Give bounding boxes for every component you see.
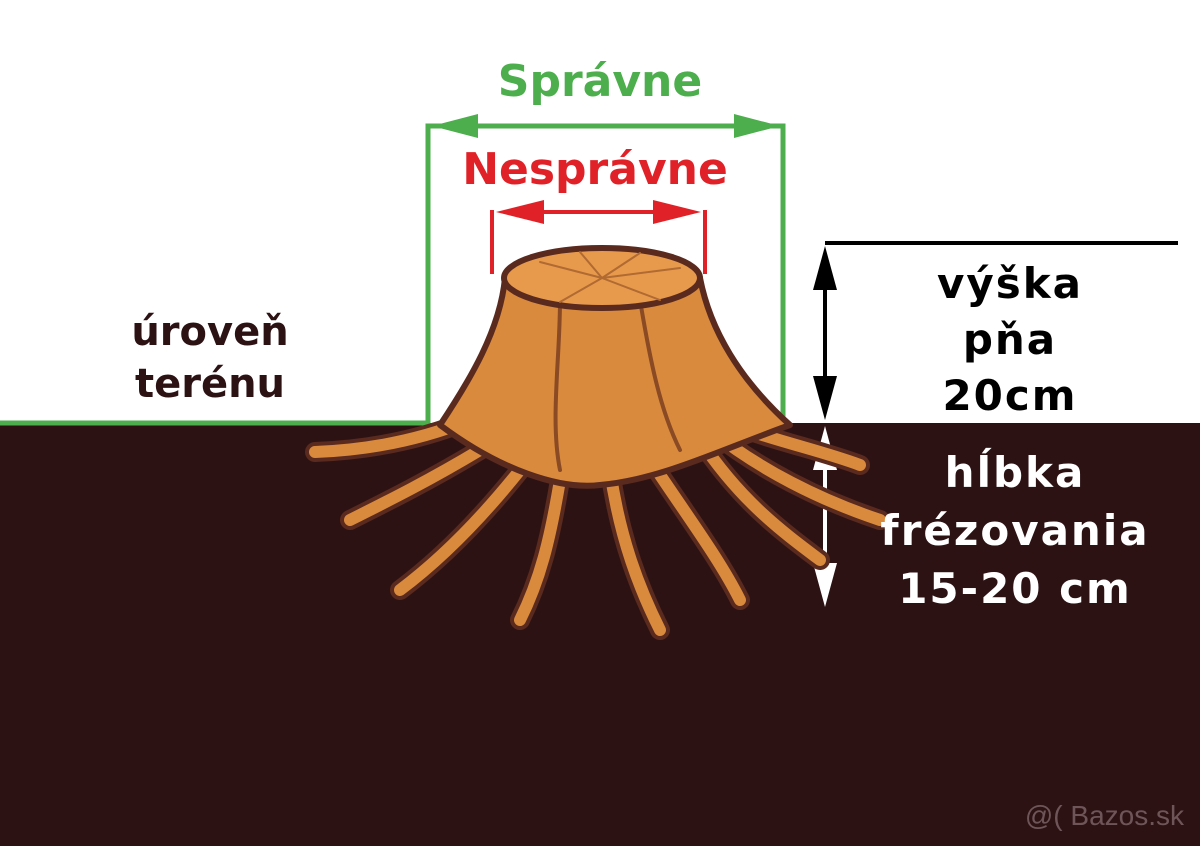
- incorrect-label: Nesprávne: [462, 144, 728, 195]
- milling-depth-line-3: 15-20 cm: [898, 564, 1132, 613]
- stump-height-arrow: [813, 241, 1178, 420]
- correct-width-arrow: [432, 114, 780, 138]
- milling-depth-line-2: frézovania: [880, 506, 1150, 555]
- stump-height-line-2: pňa: [962, 315, 1058, 364]
- stump-height-label: výška pňa 20cm: [880, 256, 1140, 424]
- ground-level-line-2: terénu: [134, 361, 286, 407]
- milling-depth-label: hĺbka frézovania 15-20 cm: [850, 444, 1180, 618]
- milling-depth-line-1: hĺbka: [944, 448, 1086, 497]
- tree-stump-illustration: [305, 245, 890, 640]
- incorrect-width-arrow: [490, 200, 707, 274]
- stump-height-line-1: výška: [936, 259, 1084, 308]
- correct-label: Správne: [497, 56, 703, 107]
- bazos-watermark: @( Bazos.sk: [1024, 800, 1184, 831]
- ground-level-label: úroveň terénu: [100, 306, 320, 410]
- ground-level-line-1: úroveň: [131, 309, 289, 355]
- ground-level-line: [0, 123, 786, 426]
- stump-height-line-3: 20cm: [942, 371, 1078, 420]
- soil-area: [0, 423, 1200, 846]
